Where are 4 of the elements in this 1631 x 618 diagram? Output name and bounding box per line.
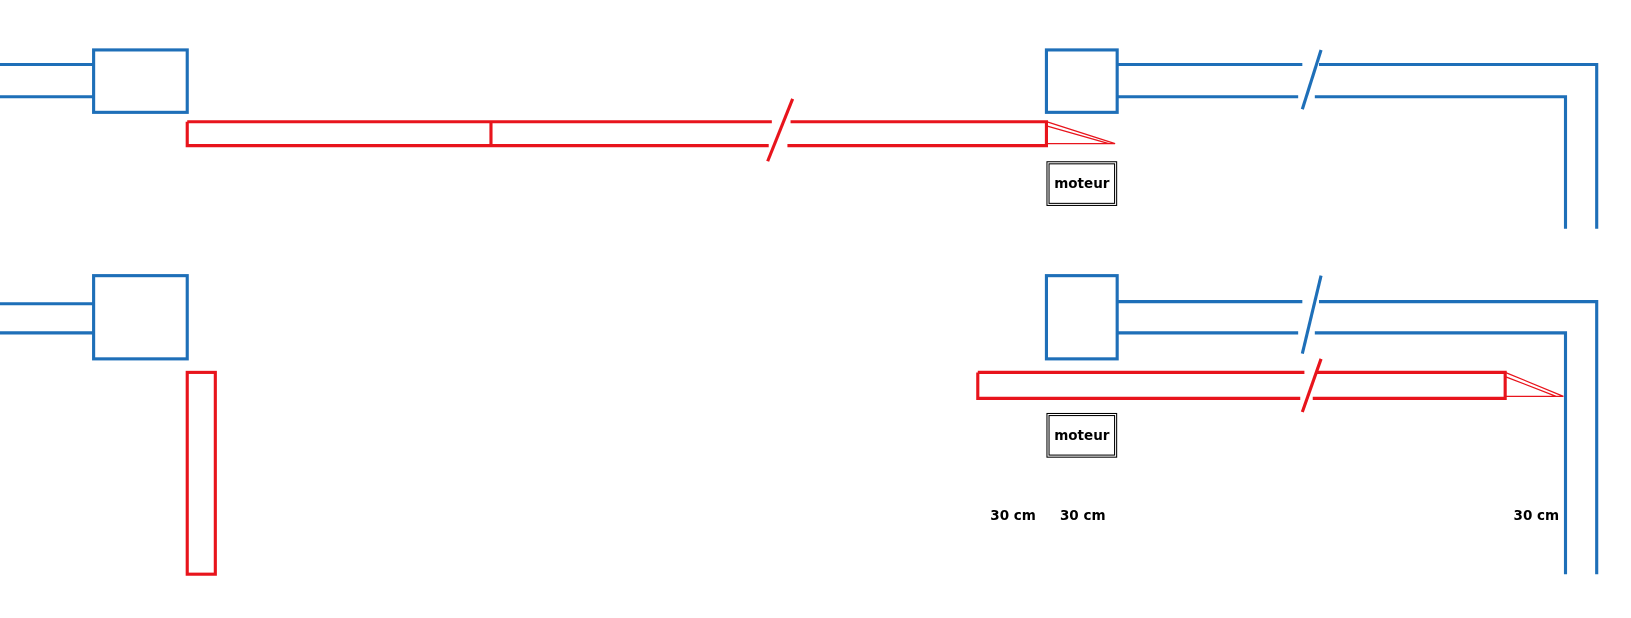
dimension-label: 30 cm bbox=[1059, 507, 1106, 524]
dimension-label: 30 cm bbox=[1513, 507, 1560, 524]
motor-box: moteur bbox=[1046, 412, 1118, 458]
dimension-label: 30 cm bbox=[990, 507, 1036, 524]
